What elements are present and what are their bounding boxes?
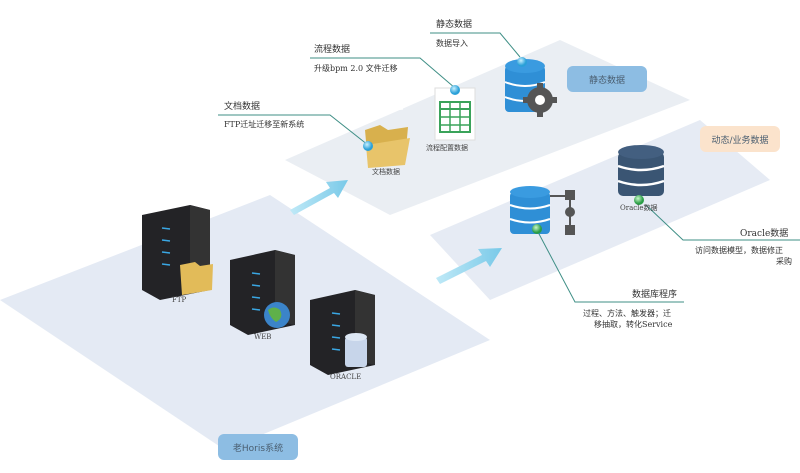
leader-static: [430, 32, 521, 58]
legacy-system-tag: 老Horis系统: [218, 434, 298, 460]
spreadsheet-icon: [434, 85, 476, 141]
ftp-server-caption: FTP: [172, 296, 187, 304]
folder-caption: 文档数据: [372, 168, 400, 176]
spreadsheet-caption: 流程配置数据: [426, 144, 468, 152]
oracle-data-title: Oracle数据: [740, 229, 789, 239]
migration-arrow-top: [290, 180, 348, 215]
database-gear-icon: [504, 57, 557, 117]
oracle-server-caption: ORACLE: [330, 373, 362, 381]
migration-arrow-bottom: [436, 248, 502, 284]
oracle-server-icon: [310, 290, 375, 375]
oracle-data-desc-1: 访问数据模型，数据修正: [695, 246, 783, 255]
doc-data-title: 文档数据: [224, 102, 261, 112]
db-program-title: 数据库程序: [632, 290, 678, 300]
database-flow-icon: [509, 186, 575, 235]
db-program-desc-1: 过程、方法、触发器；迁: [583, 309, 671, 318]
oracle-data-desc-2: 采购: [776, 257, 792, 266]
process-data-title: 流程数据: [314, 45, 351, 55]
process-data-desc: 升级bpm 2.0 文件迁移: [314, 64, 398, 73]
ftp-server-icon: [142, 205, 213, 300]
static-data-tag: 静态数据: [567, 66, 647, 92]
db-program-desc-2: 移抽取，转化Service: [594, 320, 673, 329]
static-data-title: 静态数据: [436, 20, 473, 30]
web-server-icon: [230, 250, 295, 335]
oracle-db-caption: Oracle数据: [620, 204, 658, 212]
leader-dbprog: [537, 231, 684, 303]
doc-data-desc: FTP迁址迁移至新系统: [224, 120, 305, 129]
web-server-caption: WEB: [254, 333, 272, 341]
leader-doc: [218, 114, 369, 146]
oracle-database-icon: [617, 145, 665, 205]
static-data-desc: 数据导入: [436, 39, 468, 48]
leader-process: [310, 57, 456, 89]
folder-icon: [363, 87, 410, 168]
leader-oracle: [645, 204, 800, 241]
dynamic-data-tag: 动态/业务数据: [700, 126, 780, 152]
dynamic-platform: [430, 120, 770, 300]
